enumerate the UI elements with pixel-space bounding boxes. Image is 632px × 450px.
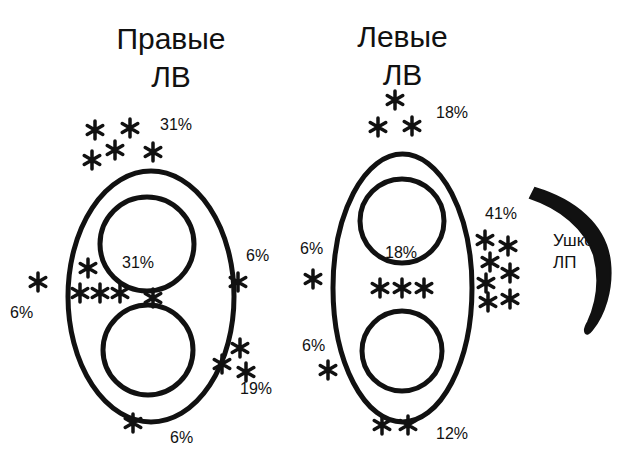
asterisk-marker — [84, 151, 100, 169]
asterisk-marker — [305, 270, 321, 288]
vein-lumen — [360, 179, 444, 263]
vein-lumen — [103, 305, 193, 395]
vein-lumen — [100, 197, 194, 291]
asterisk-marker — [320, 361, 336, 379]
percent-label: 18% — [385, 244, 417, 262]
asterisk-marker — [480, 293, 496, 311]
asterisk-marker — [145, 143, 161, 161]
asterisk-marker — [502, 264, 518, 282]
percent-label: 12% — [436, 425, 468, 443]
percent-label: 6% — [10, 304, 33, 322]
asterisk-marker — [107, 141, 123, 159]
oval-outline — [330, 151, 475, 425]
group-title: Левые ЛВ — [347, 18, 459, 94]
asterisk-marker — [477, 231, 493, 249]
percent-label: 6% — [300, 240, 323, 258]
percent-label: 6% — [246, 247, 269, 265]
asterisk-marker — [478, 274, 494, 292]
asterisk-marker — [238, 363, 254, 381]
percent-label: 18% — [436, 104, 468, 122]
asterisk-marker — [370, 118, 386, 136]
oval-outline — [65, 168, 237, 425]
ostium-markers — [30, 91, 518, 434]
asterisk-marker — [122, 119, 138, 137]
group-title: Правые ЛВ — [105, 20, 237, 96]
asterisk-marker — [394, 279, 410, 297]
asterisk-marker — [72, 284, 88, 302]
percent-label: 19% — [240, 380, 272, 398]
asterisk-marker — [80, 259, 96, 277]
asterisk-marker — [92, 284, 108, 302]
percent-label: 41% — [485, 205, 517, 223]
asterisk-marker — [87, 121, 103, 139]
asterisk-marker — [387, 91, 403, 109]
asterisk-marker — [416, 279, 432, 297]
structure-label: Ушко ЛП — [553, 230, 615, 274]
asterisk-marker — [404, 117, 420, 135]
percent-label: 31% — [160, 116, 192, 134]
vein-ostium-oval: Правые ЛВ31% — [65, 168, 237, 425]
vein-ostium-oval: Левые ЛВ18% — [330, 151, 475, 425]
asterisk-marker — [232, 339, 248, 357]
vein-lumen — [362, 311, 442, 391]
percent-label: 6% — [170, 429, 193, 447]
percent-label: 31% — [122, 254, 154, 272]
asterisk-marker — [502, 290, 518, 308]
asterisk-marker — [482, 253, 498, 271]
asterisk-marker — [500, 237, 516, 255]
asterisk-marker — [372, 279, 388, 297]
percent-label: 6% — [302, 337, 325, 355]
asterisk-marker — [30, 273, 46, 291]
